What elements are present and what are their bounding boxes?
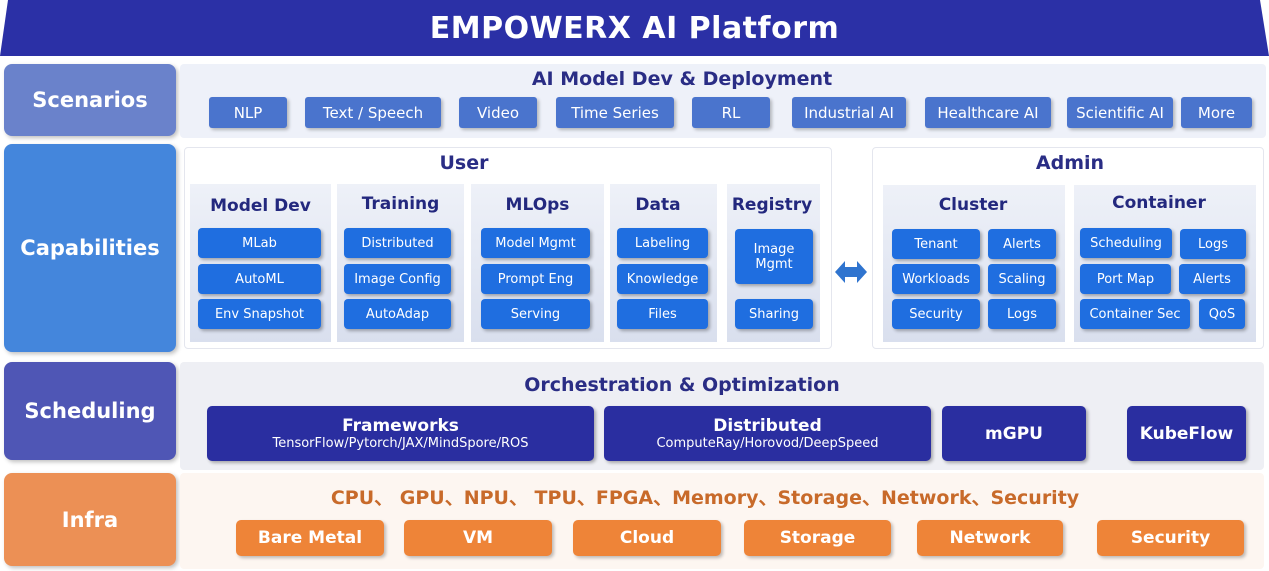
capability-model-mgmt[interactable]: Model Mgmt — [481, 228, 590, 258]
capability-serving[interactable]: Serving — [481, 299, 590, 329]
layer-label-scenarios: Scenarios — [4, 64, 176, 136]
admin-tenant[interactable]: Tenant — [892, 229, 980, 259]
capability-env-snapshot[interactable]: Env Snapshot — [198, 299, 321, 329]
infra-vm[interactable]: VM — [404, 520, 552, 556]
infra-title: CPU、 GPU、NPU、 TPU、FPGA、Memory、Storage、Ne… — [330, 487, 1080, 509]
capability-image-config[interactable]: Image Config — [344, 264, 451, 294]
distributed-subtitle: ComputeRay/Horovod/DeepSpeed — [656, 436, 879, 451]
group-title: MLOps — [505, 195, 570, 215]
infra-network[interactable]: Network — [917, 520, 1063, 556]
scenario-time-series[interactable]: Time Series — [556, 97, 674, 128]
group-title: Cluster — [938, 195, 1008, 215]
layer-label-infra: Infra — [4, 473, 176, 566]
distributed-title: Distributed — [713, 416, 822, 436]
container-scheduling[interactable]: Scheduling — [1080, 228, 1172, 258]
scenario-rl[interactable]: RL — [692, 97, 770, 128]
capability-sharing[interactable]: Sharing — [735, 299, 813, 329]
admin-security[interactable]: Security — [892, 299, 980, 329]
capability-mlab[interactable]: MLab — [198, 228, 321, 258]
capability-prompt-eng[interactable]: Prompt Eng — [481, 264, 590, 294]
double-arrow-icon — [834, 259, 868, 285]
group-title: Registry — [731, 195, 813, 215]
scenario-text-speech[interactable]: Text / Speech — [305, 97, 441, 128]
container-logs[interactable]: Logs — [1180, 229, 1246, 259]
container-port-map[interactable]: Port Map — [1080, 264, 1171, 294]
platform-title: EMPOWERX AI Platform — [429, 10, 840, 46]
capability-image-mgmt[interactable]: Image Mgmt — [735, 229, 813, 284]
container-alerts[interactable]: Alerts — [1179, 264, 1245, 294]
scheduling-distributed[interactable]: Distributed ComputeRay/Horovod/DeepSpeed — [604, 406, 931, 461]
container-sec[interactable]: Container Sec — [1080, 299, 1190, 329]
scheduling-frameworks[interactable]: Frameworks TensorFlow/Pytorch/JAX/MindSp… — [207, 406, 594, 461]
capability-autoadap[interactable]: AutoAdap — [344, 299, 451, 329]
infra-cloud[interactable]: Cloud — [573, 520, 721, 556]
admin-logs[interactable]: Logs — [988, 299, 1056, 329]
layer-label-capabilities: Capabilities — [4, 144, 176, 352]
mgpu-title: mGPU — [985, 423, 1043, 444]
scenarios-title: AI Model Dev & Deployment — [531, 68, 833, 90]
group-title: Container — [1112, 193, 1206, 213]
capability-files[interactable]: Files — [617, 299, 708, 329]
scenario-scientific-ai[interactable]: Scientific AI — [1067, 97, 1173, 128]
scheduling-title: Orchestration & Optimization — [524, 374, 840, 396]
infra-security[interactable]: Security — [1097, 520, 1244, 556]
frameworks-subtitle: TensorFlow/Pytorch/JAX/MindSpore/ROS — [272, 436, 529, 451]
admin-title: Admin — [1035, 152, 1105, 174]
scheduling-kubeflow[interactable]: KubeFlow — [1127, 406, 1246, 461]
scenario-more[interactable]: More — [1181, 97, 1252, 128]
scenario-healthcare-ai[interactable]: Healthcare AI — [925, 97, 1051, 128]
capability-labeling[interactable]: Labeling — [617, 228, 708, 258]
admin-scaling[interactable]: Scaling — [988, 264, 1056, 294]
container-qos[interactable]: QoS — [1199, 299, 1245, 329]
kubeflow-title: KubeFlow — [1139, 423, 1234, 444]
group-title: Model Dev — [210, 196, 311, 216]
platform-banner: EMPOWERX AI Platform — [0, 0, 1269, 56]
scenario-industrial-ai[interactable]: Industrial AI — [792, 97, 906, 128]
admin-workloads[interactable]: Workloads — [892, 264, 980, 294]
scenario-nlp[interactable]: NLP — [209, 97, 287, 128]
scheduling-mgpu[interactable]: mGPU — [942, 406, 1086, 461]
scenario-video[interactable]: Video — [459, 97, 537, 128]
capability-automl[interactable]: AutoML — [198, 264, 321, 294]
group-title: Training — [361, 194, 440, 214]
frameworks-title: Frameworks — [342, 416, 459, 436]
infra-bare-metal[interactable]: Bare Metal — [236, 520, 384, 556]
infra-storage[interactable]: Storage — [744, 520, 891, 556]
layer-label-scheduling: Scheduling — [4, 362, 176, 460]
user-title: User — [439, 152, 489, 174]
group-title: Data — [635, 195, 681, 215]
capability-distributed[interactable]: Distributed — [344, 228, 451, 258]
capability-knowledge[interactable]: Knowledge — [617, 264, 708, 294]
admin-alerts[interactable]: Alerts — [988, 229, 1056, 259]
